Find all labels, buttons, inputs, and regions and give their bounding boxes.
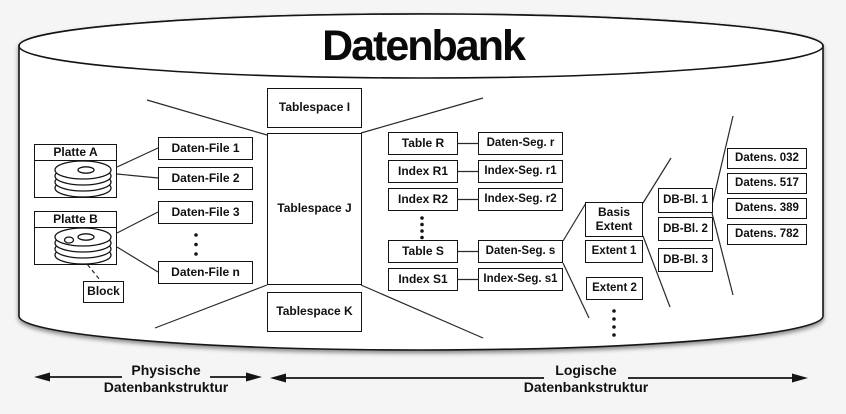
record-box: Datens. 517 <box>727 173 807 194</box>
db-block-box: DB-Bl. 1 <box>658 188 713 213</box>
data-file-box: Daten-File 2 <box>158 167 253 190</box>
legend-logical-line1: Logische <box>555 362 617 378</box>
arrow-left-icon <box>270 373 286 383</box>
tablespace-box: Tablespace I <box>267 88 362 128</box>
disk-label: Platte B <box>35 212 116 228</box>
legend-logical: Logische Datenbankstruktur <box>496 362 676 396</box>
disk-platter-icon-a <box>54 160 112 198</box>
block-sector-marker <box>63 236 75 244</box>
tablespace-box: Tablespace K <box>267 292 362 332</box>
disk-box-platte-a: Platte A <box>34 144 117 198</box>
table-box: Table R <box>388 132 458 155</box>
legend-physical: Physische Datenbankstruktur <box>76 362 256 396</box>
segment-box: Daten-Seg. s <box>478 240 563 263</box>
arrow-right-icon <box>792 373 808 383</box>
data-file-box: Daten-File 1 <box>158 137 253 160</box>
segment-box: Index-Seg. s1 <box>478 268 563 291</box>
block-box: Block <box>83 281 124 303</box>
table-box: Index S1 <box>388 268 458 291</box>
table-box: Index R1 <box>388 160 458 183</box>
legend-physical-line1: Physische <box>131 362 201 378</box>
segment-box: Daten-Seg. r <box>478 132 563 155</box>
disk-platter-icon-b <box>54 227 112 265</box>
bracket-lines <box>146 97 734 339</box>
db-block-box: DB-Bl. 3 <box>658 248 713 272</box>
legend-arrows <box>34 372 808 383</box>
table-box: Table S <box>388 240 458 263</box>
table-box: Index R2 <box>388 188 458 211</box>
data-file-box: Daten-File n <box>158 261 253 284</box>
ellipsis-dots <box>194 216 616 337</box>
segment-box: Index-Seg. r2 <box>478 188 563 211</box>
disk-box-platte-b: Platte B <box>34 211 117 265</box>
arrow-left-icon <box>34 372 50 382</box>
tablespace-box: Tablespace J <box>267 133 362 285</box>
extent-box: Extent 1 <box>585 240 643 263</box>
record-box: Datens. 032 <box>727 148 807 169</box>
legend-logical-line2: Datenbankstruktur <box>523 379 649 395</box>
disk-file-connectors <box>116 147 159 273</box>
record-box: Datens. 389 <box>727 198 807 219</box>
table-segment-connectors <box>458 142 478 281</box>
segment-box: Index-Seg. r1 <box>478 160 563 183</box>
legend-physical-line2: Datenbankstruktur <box>103 379 229 395</box>
data-file-box: Daten-File 3 <box>158 201 253 224</box>
disk-label: Platte A <box>35 145 116 161</box>
record-box: Datens. 782 <box>727 224 807 245</box>
extent-box: Basis Extent <box>585 202 643 237</box>
diagram-title: Datenbank <box>322 22 526 70</box>
db-block-box: DB-Bl. 2 <box>658 217 713 241</box>
logical-range-arrow <box>270 373 808 383</box>
extent-box: Extent 2 <box>586 277 643 300</box>
physical-range-arrow <box>34 372 262 382</box>
arrow-right-icon <box>246 372 262 382</box>
